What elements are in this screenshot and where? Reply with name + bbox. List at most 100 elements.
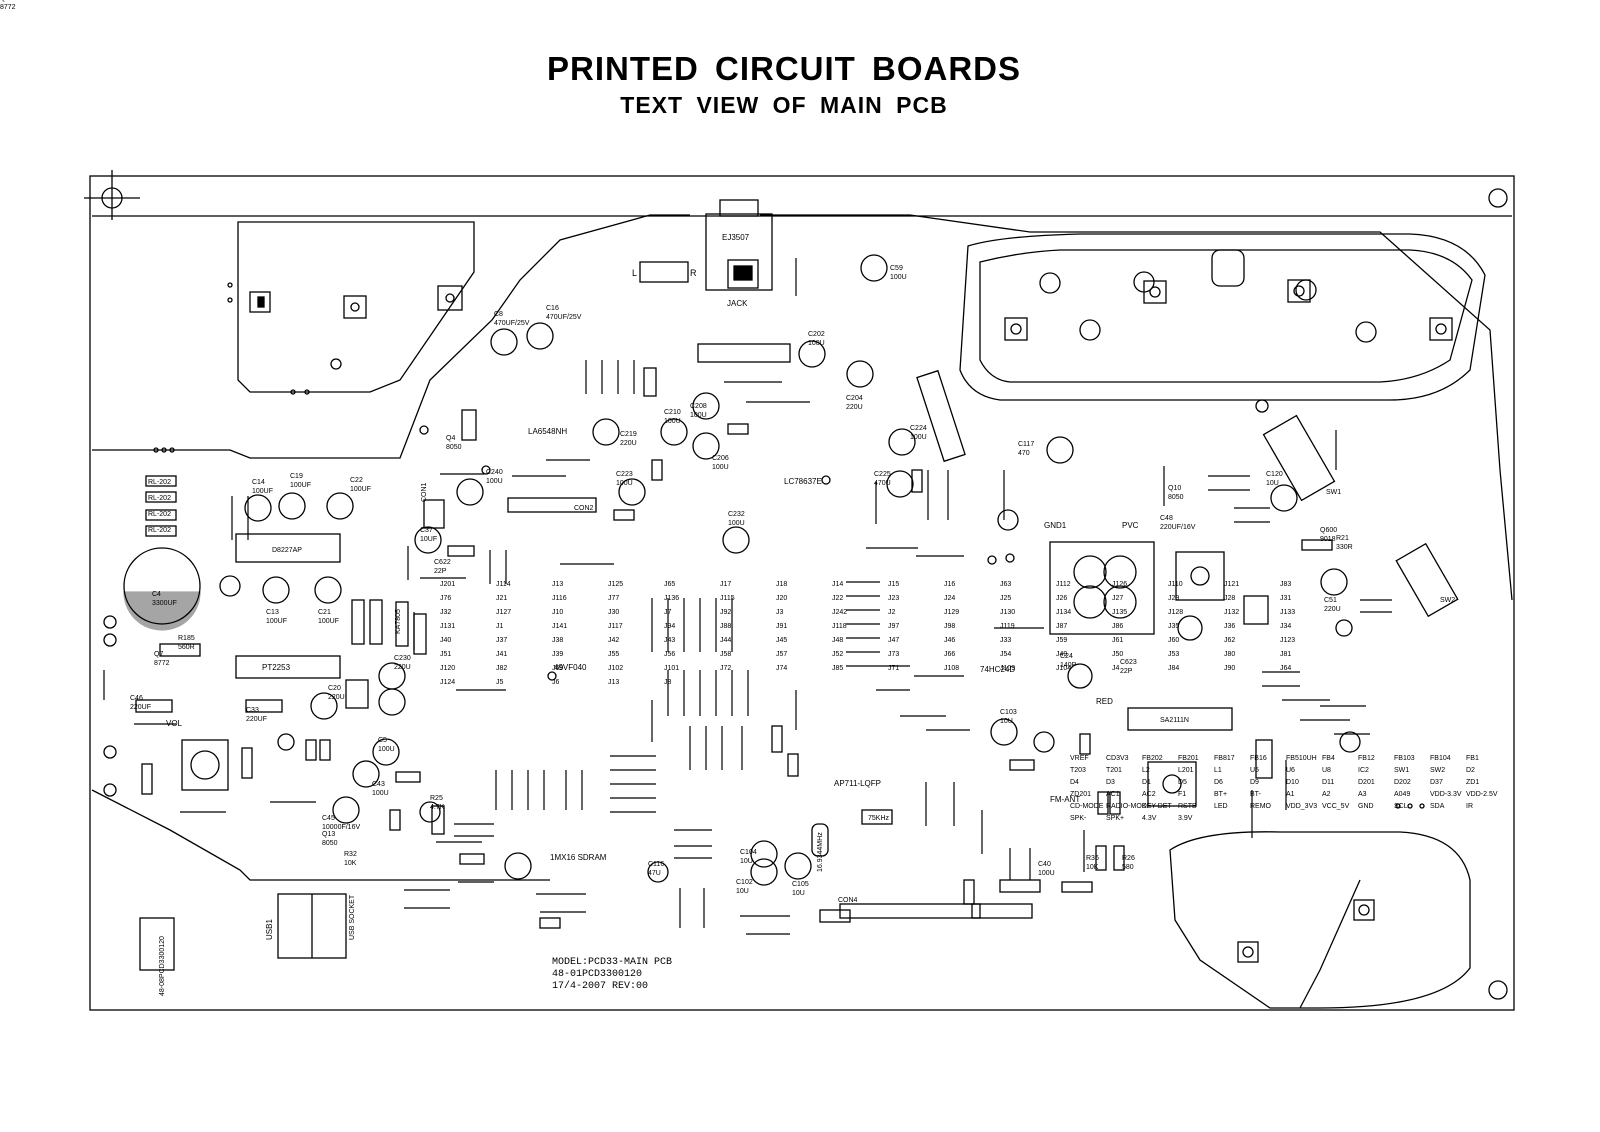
- component-ref: C20: [328, 685, 341, 692]
- jumper-label: J83: [1280, 581, 1291, 588]
- jumper-label: J15: [888, 581, 899, 588]
- component-ref: C105: [792, 881, 809, 888]
- misc-label: FB510UH: [1286, 755, 1317, 762]
- component-value: 100UF: [318, 618, 339, 625]
- component-value: 3300UF: [152, 600, 177, 607]
- component-value: 220UF/16V: [1160, 524, 1196, 531]
- component-value: 100U: [1038, 870, 1055, 877]
- component-value: 100U: [712, 464, 729, 471]
- red-label: RED: [1096, 697, 1113, 706]
- misc-label: ZD201: [1070, 791, 1091, 798]
- component-ref: Q10: [1168, 485, 1181, 492]
- jumper-label: J16: [944, 581, 955, 588]
- jumper-label: J81: [1280, 651, 1291, 658]
- component-value: 100U: [910, 434, 927, 441]
- jumper-label: J43: [664, 637, 675, 644]
- jumper-label: J85: [832, 665, 843, 672]
- misc-label: AC2: [1142, 791, 1156, 798]
- component-value: 9018: [1320, 536, 1336, 543]
- misc-label: CD-MODE: [1070, 803, 1104, 810]
- misc-label: SPK+: [1106, 815, 1124, 822]
- component-ref: C46: [130, 695, 143, 702]
- component-value: 100UF: [290, 482, 311, 489]
- component-ref: Q4: [446, 435, 455, 442]
- misc-label: BT-: [1250, 791, 1262, 798]
- jumper-label: J7: [664, 609, 672, 616]
- misc-label: FB16: [1250, 755, 1267, 762]
- jumper-label: J57: [776, 651, 787, 658]
- misc-label: 4.3V: [1142, 815, 1157, 822]
- jumper-label: J54: [1000, 651, 1011, 658]
- jumper-label: J112: [1056, 581, 1071, 588]
- jumper-label: J39: [552, 651, 563, 658]
- component-ref: C8: [494, 311, 503, 318]
- jumper-label: J10: [552, 609, 563, 616]
- misc-label: A3: [1358, 791, 1367, 798]
- component-ref: C120: [1266, 471, 1283, 478]
- misc-label: L1: [1214, 767, 1222, 774]
- d8227-label: D8227AP: [272, 547, 302, 554]
- component-value: 220UF: [130, 704, 151, 711]
- misc-label: VREF: [1070, 755, 1089, 762]
- component-value: 10000F/16V: [322, 824, 360, 831]
- sw2-label: SW2: [1440, 597, 1455, 604]
- component-ref: C45: [322, 815, 335, 822]
- component-value: 4.7K: [430, 804, 445, 811]
- jumper-label: J71: [888, 665, 899, 672]
- jumper-label: J27: [1112, 595, 1123, 602]
- jumper-label: J90: [1224, 665, 1235, 672]
- la-chip-label: LA6548NH: [528, 427, 567, 436]
- jumper-label: J129: [944, 609, 959, 616]
- jumper-label: J82: [496, 665, 507, 672]
- top-left-module: [227, 221, 475, 395]
- jumper-label: J49: [1056, 651, 1067, 658]
- con2-label: CON2: [574, 505, 594, 512]
- misc-label: D6: [1214, 779, 1223, 786]
- jumper-label: J24: [944, 595, 955, 602]
- component-ref: R21: [1336, 535, 1349, 542]
- misc-label: AC1: [1106, 791, 1120, 798]
- jumper-label: J61: [1112, 637, 1123, 644]
- jumper-label: J128: [1168, 609, 1183, 616]
- jumper-label: J44: [720, 637, 731, 644]
- component-ref: R25: [430, 795, 443, 802]
- relay-label: RL-202: [148, 479, 171, 486]
- component-ref: C24: [1060, 653, 1073, 660]
- jack-l-label: L: [632, 268, 637, 278]
- component-value: 100U: [690, 412, 707, 419]
- component-value: 140P: [1060, 662, 1077, 669]
- component-ref: C210: [664, 409, 681, 416]
- component-ref: C43: [372, 781, 385, 788]
- component-value: 100U: [664, 418, 681, 425]
- misc-label: FB202: [1142, 755, 1163, 762]
- misc-label: D37: [1430, 779, 1443, 786]
- jumper-label: J23: [888, 595, 899, 602]
- jumper-label: J127: [496, 609, 511, 616]
- jumper-label: J45: [776, 637, 787, 644]
- jack-part-label: EJ3507: [722, 233, 750, 242]
- jumper-label: J115: [720, 595, 735, 602]
- ap-chip-label: AP711-LQFP: [834, 779, 881, 788]
- jumper-label: J59: [1056, 637, 1067, 644]
- jumper-label: J14: [832, 581, 843, 588]
- jumper-label: J21: [496, 595, 507, 602]
- resistors: [135, 367, 1333, 929]
- component-value: 220UF: [246, 716, 267, 723]
- sa-chip-label: SA2111N: [1160, 717, 1189, 724]
- relay-label: RL-202: [148, 511, 171, 518]
- misc-label: KEY-DET: [1142, 803, 1172, 810]
- jumper-label: J125: [608, 581, 623, 588]
- component-value: 220U: [394, 664, 411, 671]
- component-value: 580: [1122, 864, 1134, 871]
- page-title: PRINTED CIRCUIT BOARDS: [546, 50, 1021, 87]
- component-value: 100U: [372, 790, 389, 797]
- component-ref: C4: [152, 591, 161, 598]
- jumper-label: J62: [1224, 637, 1235, 644]
- misc-label: T201: [1106, 767, 1122, 774]
- component-value: 10U: [736, 888, 749, 895]
- jumper-label: J94: [664, 623, 675, 630]
- jumper-label: J97: [888, 623, 899, 630]
- jumper-label: J130: [1000, 609, 1015, 616]
- misc-label: VDD-3.3V: [1430, 791, 1462, 798]
- component-ref: C16: [546, 305, 559, 312]
